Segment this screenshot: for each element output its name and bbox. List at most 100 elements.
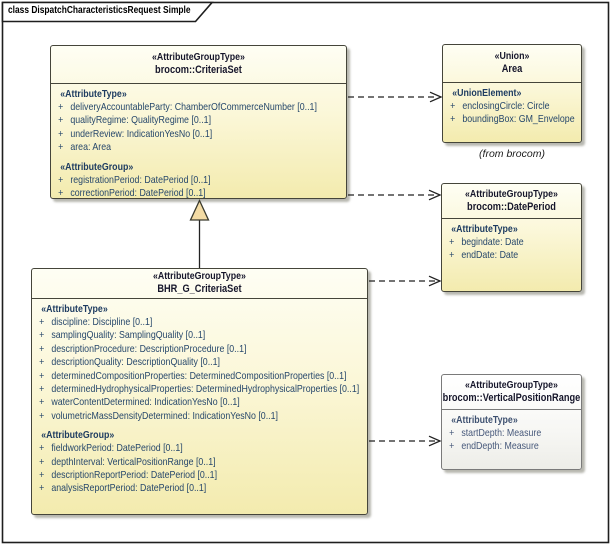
- attribute-text: correctionPeriod: DatePeriod [0..1]: [70, 187, 206, 200]
- attribute-text: descriptionReportPeriod: DatePeriod [0..…: [51, 469, 218, 482]
- attribute-row: + endDate: Date: [442, 249, 581, 262]
- attribute-text: volumetricMassDensityDetermined: Indicat…: [51, 409, 278, 422]
- section-heading: «AttributeType»: [41, 303, 108, 315]
- attribute-row: + analysisReportPeriod: DatePeriod [0..1]: [32, 482, 367, 495]
- attribute-text: endDate: Date: [461, 249, 519, 262]
- attribute-row: + descriptionReportPeriod: DatePeriod [0.…: [32, 469, 367, 482]
- visibility: +: [39, 369, 45, 382]
- class-name: brocom::VerticalPositionRange: [442, 391, 581, 404]
- attribute-row: +descriptionProcedure: DescriptionProced…: [32, 343, 367, 356]
- class-area-union[interactable]: «Union» Area «UnionElement» + enclosingCi…: [442, 44, 582, 143]
- class-header: «Union» Area: [443, 45, 581, 83]
- class-name: Area: [501, 63, 523, 76]
- open-arrowhead-icon: [428, 189, 442, 201]
- attribute-row: + depthInterval: VerticalPositionRange [0…: [32, 456, 367, 469]
- section-heading: «UnionElement»: [452, 87, 522, 99]
- class-attributes: «AttributeType» + discipline: Discipline …: [32, 299, 367, 496]
- visibility: +: [450, 113, 456, 126]
- attribute-text: fieldworkPeriod: DatePeriod [0..1]: [51, 442, 183, 455]
- class-bhr-g-criteriaset[interactable]: «AttributeGroupType» BHR_G_CriteriaSet «…: [31, 268, 368, 515]
- class-name: brocom::CriteriaSet: [155, 64, 242, 77]
- attribute-row: + begindate: Date: [442, 236, 581, 249]
- visibility: +: [39, 482, 45, 495]
- open-arrowhead-icon: [428, 275, 442, 287]
- class-attributes: «UnionElement» +enclosingCircle: Circle …: [443, 83, 581, 127]
- visibility: +: [450, 100, 456, 112]
- class-header: «AttributeGroupType» brocom::VerticalPos…: [442, 375, 581, 410]
- attribute-text: begindate: Date: [461, 236, 524, 248]
- dependency-criteriaset-to-dateperiod: [348, 189, 442, 201]
- attribute-text: deliveryAccountableParty: ChamberOfComme…: [70, 101, 317, 113]
- attribute-text: depthInterval: VerticalPositionRange [0.…: [51, 455, 216, 468]
- attribute-row: + determinedCompositionProperties: Determ…: [32, 370, 367, 383]
- generalization-triangle-icon: [189, 198, 210, 221]
- visibility: +: [58, 114, 64, 127]
- class-stereotype: «AttributeGroupType»: [152, 270, 246, 283]
- visibility: +: [58, 173, 64, 186]
- section-heading: «AttributeType»: [60, 88, 127, 100]
- diagram-title: class DispatchCharacteristicsRequest Sim…: [8, 4, 191, 16]
- class-attributes: «AttributeType» + startDepth: Measure +en…: [442, 410, 581, 454]
- class-brocom-verticalpositionrange[interactable]: «AttributeGroupType» brocom::VerticalPos…: [441, 374, 582, 470]
- from-package-note: (from brocom): [479, 148, 545, 160]
- section-heading: «AttributeType»: [451, 414, 518, 426]
- attribute-row: + startDepth: Measure: [442, 427, 581, 440]
- class-stereotype: «AttributeGroupType»: [151, 51, 245, 64]
- visibility: +: [449, 249, 455, 262]
- attribute-row: + fieldworkPeriod: DatePeriod [0..1]: [32, 442, 367, 455]
- class-header: «AttributeGroupType» BHR_G_CriteriaSet: [32, 269, 367, 299]
- class-stereotype: «AttributeGroupType»: [464, 378, 558, 391]
- attribute-row: +waterContentDetermined: IndicationYesNo…: [32, 396, 367, 409]
- attribute-text: registrationPeriod: DatePeriod [0..1]: [70, 173, 211, 186]
- class-brocom-dateperiod[interactable]: «AttributeGroupType» brocom::DatePeriod …: [441, 183, 582, 292]
- visibility: +: [39, 409, 45, 422]
- visibility: +: [58, 187, 64, 200]
- attribute-text: samplingQuality: SamplingQuality [0..1]: [51, 329, 206, 342]
- section-heading: «AttributeType»: [451, 223, 518, 235]
- visibility: +: [39, 455, 45, 468]
- visibility: +: [39, 396, 45, 409]
- visibility: +: [449, 427, 455, 439]
- visibility: +: [449, 236, 455, 248]
- visibility: +: [58, 141, 64, 154]
- attribute-row: + registrationPeriod: DatePeriod [0..1]: [51, 174, 346, 187]
- visibility: +: [39, 342, 45, 355]
- attribute-text: qualityRegime: QualityRegime [0..1]: [70, 114, 212, 127]
- attribute-text: boundingBox: GM_Envelope: [462, 113, 575, 126]
- attribute-row: + enclosingCircle: Circle: [443, 100, 581, 113]
- attribute-row: +deliveryAccountableParty: ChamberOfComm…: [51, 101, 346, 114]
- generalization-bhr-to-criteriaset: [189, 198, 210, 268]
- visibility: +: [39, 469, 45, 482]
- class-header: «AttributeGroupType» brocom::DatePeriod: [442, 184, 581, 219]
- attribute-text: startDepth: Measure: [461, 427, 542, 439]
- attribute-row: + volumetricMassDensityDetermined: Indica…: [32, 410, 367, 423]
- class-stereotype: «Union»: [494, 50, 530, 63]
- attribute-text: descriptionQuality: DescriptionQuality […: [51, 356, 220, 369]
- visibility: +: [39, 383, 45, 396]
- class-brocom-criteriaset[interactable]: «AttributeGroupType» brocom::CriteriaSet…: [50, 45, 347, 199]
- section-heading: «AttributeGroup»: [41, 429, 115, 442]
- visibility: +: [39, 442, 45, 455]
- attribute-text: endDepth: Measure: [461, 440, 539, 453]
- class-name: BHR_G_CriteriaSet: [157, 283, 242, 296]
- attribute-row: + qualityRegime: QualityRegime [0..1]: [51, 114, 346, 127]
- attribute-text: area: Area: [70, 141, 112, 154]
- attribute-text: determinedCompositionProperties: Determi…: [51, 369, 347, 382]
- attribute-text: enclosingCircle: Circle: [462, 100, 550, 112]
- class-stereotype: «AttributeGroupType»: [464, 187, 558, 200]
- class-attributes: «AttributeType» + begindate: Date + endDat…: [442, 219, 581, 263]
- attribute-row: +endDepth: Measure: [442, 440, 581, 453]
- attribute-row: + area: Area: [51, 141, 346, 154]
- visibility: +: [39, 356, 45, 369]
- attribute-row: + determinedHydrophysicalProperties: Dete…: [32, 383, 367, 396]
- dependency-criteriaset-to-area: [348, 91, 443, 103]
- visibility: +: [39, 329, 45, 342]
- dependency-bhr-to-verticalpositionrange: [369, 435, 442, 447]
- attribute-text: analysisReportPeriod: DatePeriod [0..1]: [51, 482, 207, 495]
- attribute-row: + descriptionQuality: DescriptionQuality …: [32, 356, 367, 369]
- attribute-text: determinedHydrophysicalProperties: Deter…: [51, 383, 360, 396]
- visibility: +: [39, 316, 45, 328]
- attribute-text: discipline: Discipline [0..1]: [51, 316, 153, 328]
- visibility: +: [58, 127, 64, 140]
